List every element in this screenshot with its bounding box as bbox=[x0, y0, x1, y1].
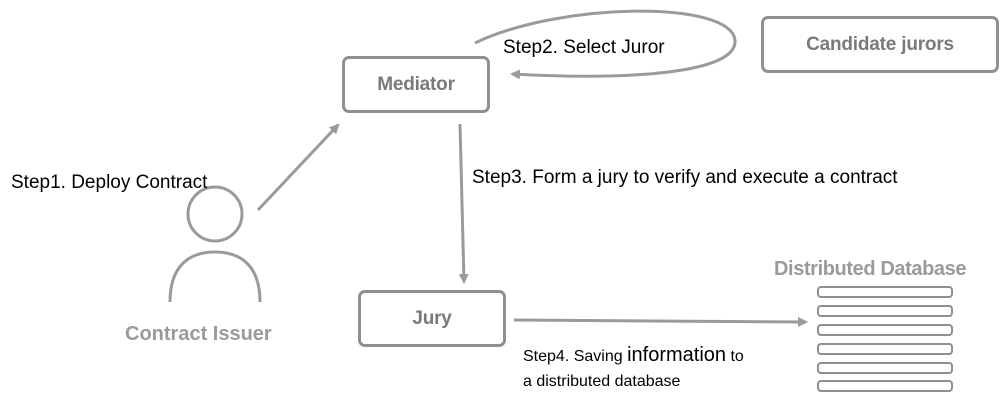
jury-node: Jury bbox=[358, 290, 506, 347]
mediator-label: Mediator bbox=[377, 73, 455, 95]
candidate-jurors-node: Candidate jurors bbox=[761, 16, 999, 73]
step4-label-line1: Step4. Saving information to bbox=[523, 344, 744, 367]
database-row bbox=[817, 380, 953, 392]
database-row bbox=[817, 343, 953, 355]
mediator-node: Mediator bbox=[342, 56, 490, 113]
person-icon bbox=[168, 185, 262, 303]
candidate-jurors-label: Candidate jurors bbox=[806, 33, 954, 55]
database-row bbox=[817, 305, 953, 317]
arrow-mediator-to-jury bbox=[458, 123, 469, 284]
arrow-jury-to-database bbox=[513, 316, 808, 327]
database-row bbox=[817, 286, 953, 298]
jury-label: Jury bbox=[412, 307, 452, 329]
step1-label: Step1. Deploy Contract bbox=[11, 172, 208, 193]
contract-issuer-label: Contract Issuer bbox=[125, 323, 272, 345]
distributed-database-label: Distributed Database bbox=[774, 258, 967, 280]
arrow-select-juror-loop bbox=[474, 9, 737, 80]
arrow-issuer-to-mediator bbox=[256, 123, 340, 212]
database-row bbox=[817, 362, 953, 374]
database-row bbox=[817, 324, 953, 336]
step2-label: Step2. Select Juror bbox=[503, 37, 665, 58]
step4-emphasis: information bbox=[627, 344, 727, 366]
step3-label: Step3. Form a jury to verify and execute… bbox=[472, 167, 898, 188]
step4-label-line2: a distributed database bbox=[523, 373, 681, 390]
step4-prefix: Step4. Saving bbox=[523, 348, 628, 365]
step4-suffix: to bbox=[726, 348, 744, 365]
